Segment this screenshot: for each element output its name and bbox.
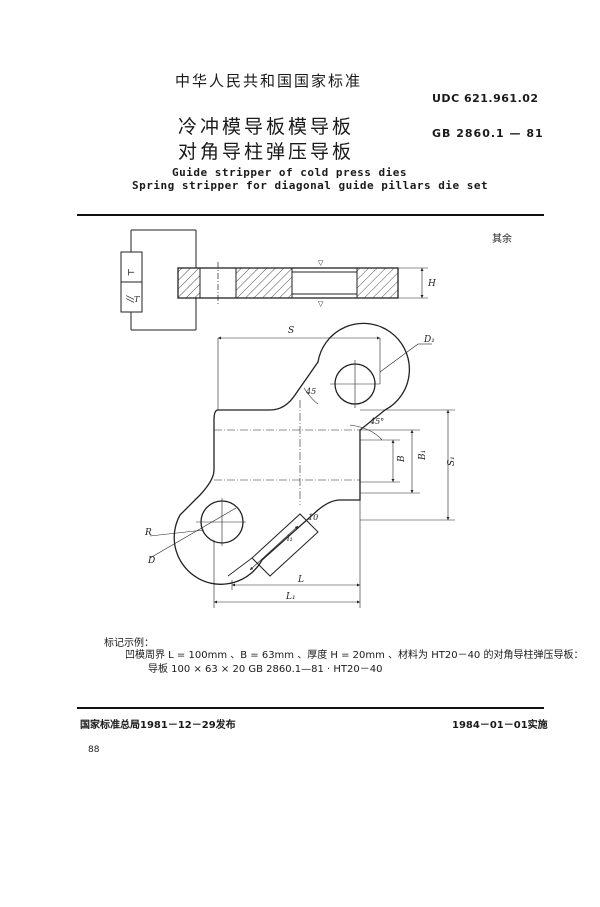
dim-B1: B₁ <box>418 450 428 461</box>
surface-note-others: 其余 <box>492 234 512 245</box>
example-text: 凹模周界 L = 100mm 、B = 63mm 、厚度 H = 20mm 、材… <box>125 650 584 661</box>
angle-45-b: 45° <box>369 417 384 426</box>
dim-D1: D₁ <box>423 335 435 345</box>
title-cn-line2: 对角导柱弹压导板 <box>178 141 355 163</box>
dim-R: R <box>144 528 152 538</box>
title-cn-line1: 冷冲模导板模导板 <box>178 116 355 138</box>
centerlines <box>196 360 380 546</box>
page-number: 88 <box>88 745 100 755</box>
bottom-rule <box>77 707 544 709</box>
roughness-mark-top: ▽ <box>318 259 324 267</box>
example-mark: 导板 100 × 63 × 20 GB 2860.1—81 · HT20－40 <box>148 664 383 675</box>
dimensions <box>149 336 455 608</box>
dim-10: 10 <box>308 513 318 522</box>
standard-title: 中华人民共和国国家标准 <box>175 72 363 90</box>
top-rule <box>77 214 544 216</box>
tol-parallel-symbol: // <box>124 295 134 303</box>
example-label: 标记示例： <box>104 638 154 649</box>
dim-H: H <box>427 279 436 289</box>
implement-date: 1984－01－01实施 <box>452 720 548 731</box>
tol-datum-T: T <box>134 295 140 304</box>
tolerance-frame <box>120 229 197 331</box>
publish-date: 国家标准总局1981－12－29发布 <box>80 720 236 731</box>
gb-code: GB 2860.1 — 81 <box>432 127 544 140</box>
title-en-line2: Spring stripper for diagonal guide pilla… <box>132 179 489 192</box>
tol-perp-symbol: ⊥ <box>125 268 135 276</box>
roughness-mark-bottom: ▽ <box>318 300 324 308</box>
dim-S: S <box>288 326 294 336</box>
dim-L1: L₁ <box>285 592 296 602</box>
dim-B: B <box>397 455 407 463</box>
dim-l1: l₁ <box>287 534 293 543</box>
angle-45-a: 45 <box>305 387 316 396</box>
udc-code: UDC 621.961.02 <box>432 92 539 105</box>
dim-S1: S₁ <box>447 456 457 466</box>
title-en-line1: Guide stripper of cold press dies <box>172 166 408 179</box>
dim-L: L <box>297 575 304 585</box>
plan-view <box>173 322 411 585</box>
dim-D: D <box>147 556 155 566</box>
section-view <box>177 262 428 304</box>
